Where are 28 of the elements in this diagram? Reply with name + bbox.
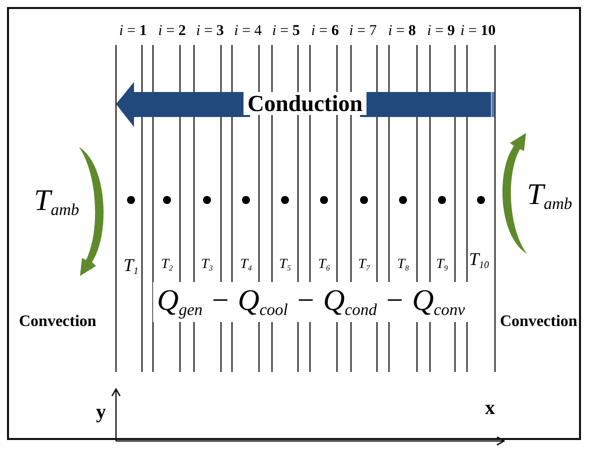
- convection-label: Convection: [500, 314, 578, 330]
- temperature-label: T$_{5}$: [279, 258, 291, 272]
- index-label: i = 8: [388, 24, 416, 39]
- index-label: i = 7: [349, 24, 377, 39]
- index-label: i = 10: [460, 24, 496, 39]
- temperature-label: T$_{3}$: [201, 258, 213, 272]
- temperature-label: T$_{1}$: [124, 256, 138, 277]
- temperature-label: T$_{9}$: [436, 258, 448, 272]
- temperature-label: T$_{7}$: [358, 258, 370, 272]
- temperature-label: T$_{4}$: [240, 258, 252, 272]
- index-label: i = 1: [119, 24, 147, 39]
- index-label: i = 9: [427, 24, 455, 39]
- convection-label: Convection: [19, 314, 96, 330]
- index-label: i = 2: [158, 24, 186, 39]
- index-label: i = 6: [311, 24, 339, 39]
- index-label: i = 5: [272, 24, 300, 39]
- heat-balance-equation: Q$_{gen}$ − Q$_{cool}$ − Q$_{cond}$ − Q$_{conv}$: [153, 282, 469, 322]
- temperature-label: T$_{amb}$: [34, 186, 80, 218]
- flow-label: Conduction: [243, 92, 367, 115]
- temperature-label: T$_{10}$: [469, 250, 489, 271]
- index-label: i = 3: [196, 24, 224, 39]
- temperature-label: T$_{2}$: [161, 258, 173, 272]
- axis-label: x: [485, 398, 495, 418]
- temperature-label: T$_{amb}$: [527, 180, 572, 212]
- temperature-label: T$_{8}$: [397, 258, 409, 272]
- index-label: i = 4: [234, 24, 262, 39]
- temperature-label: T$_{6}$: [318, 258, 330, 272]
- axis-label: y: [96, 402, 106, 422]
